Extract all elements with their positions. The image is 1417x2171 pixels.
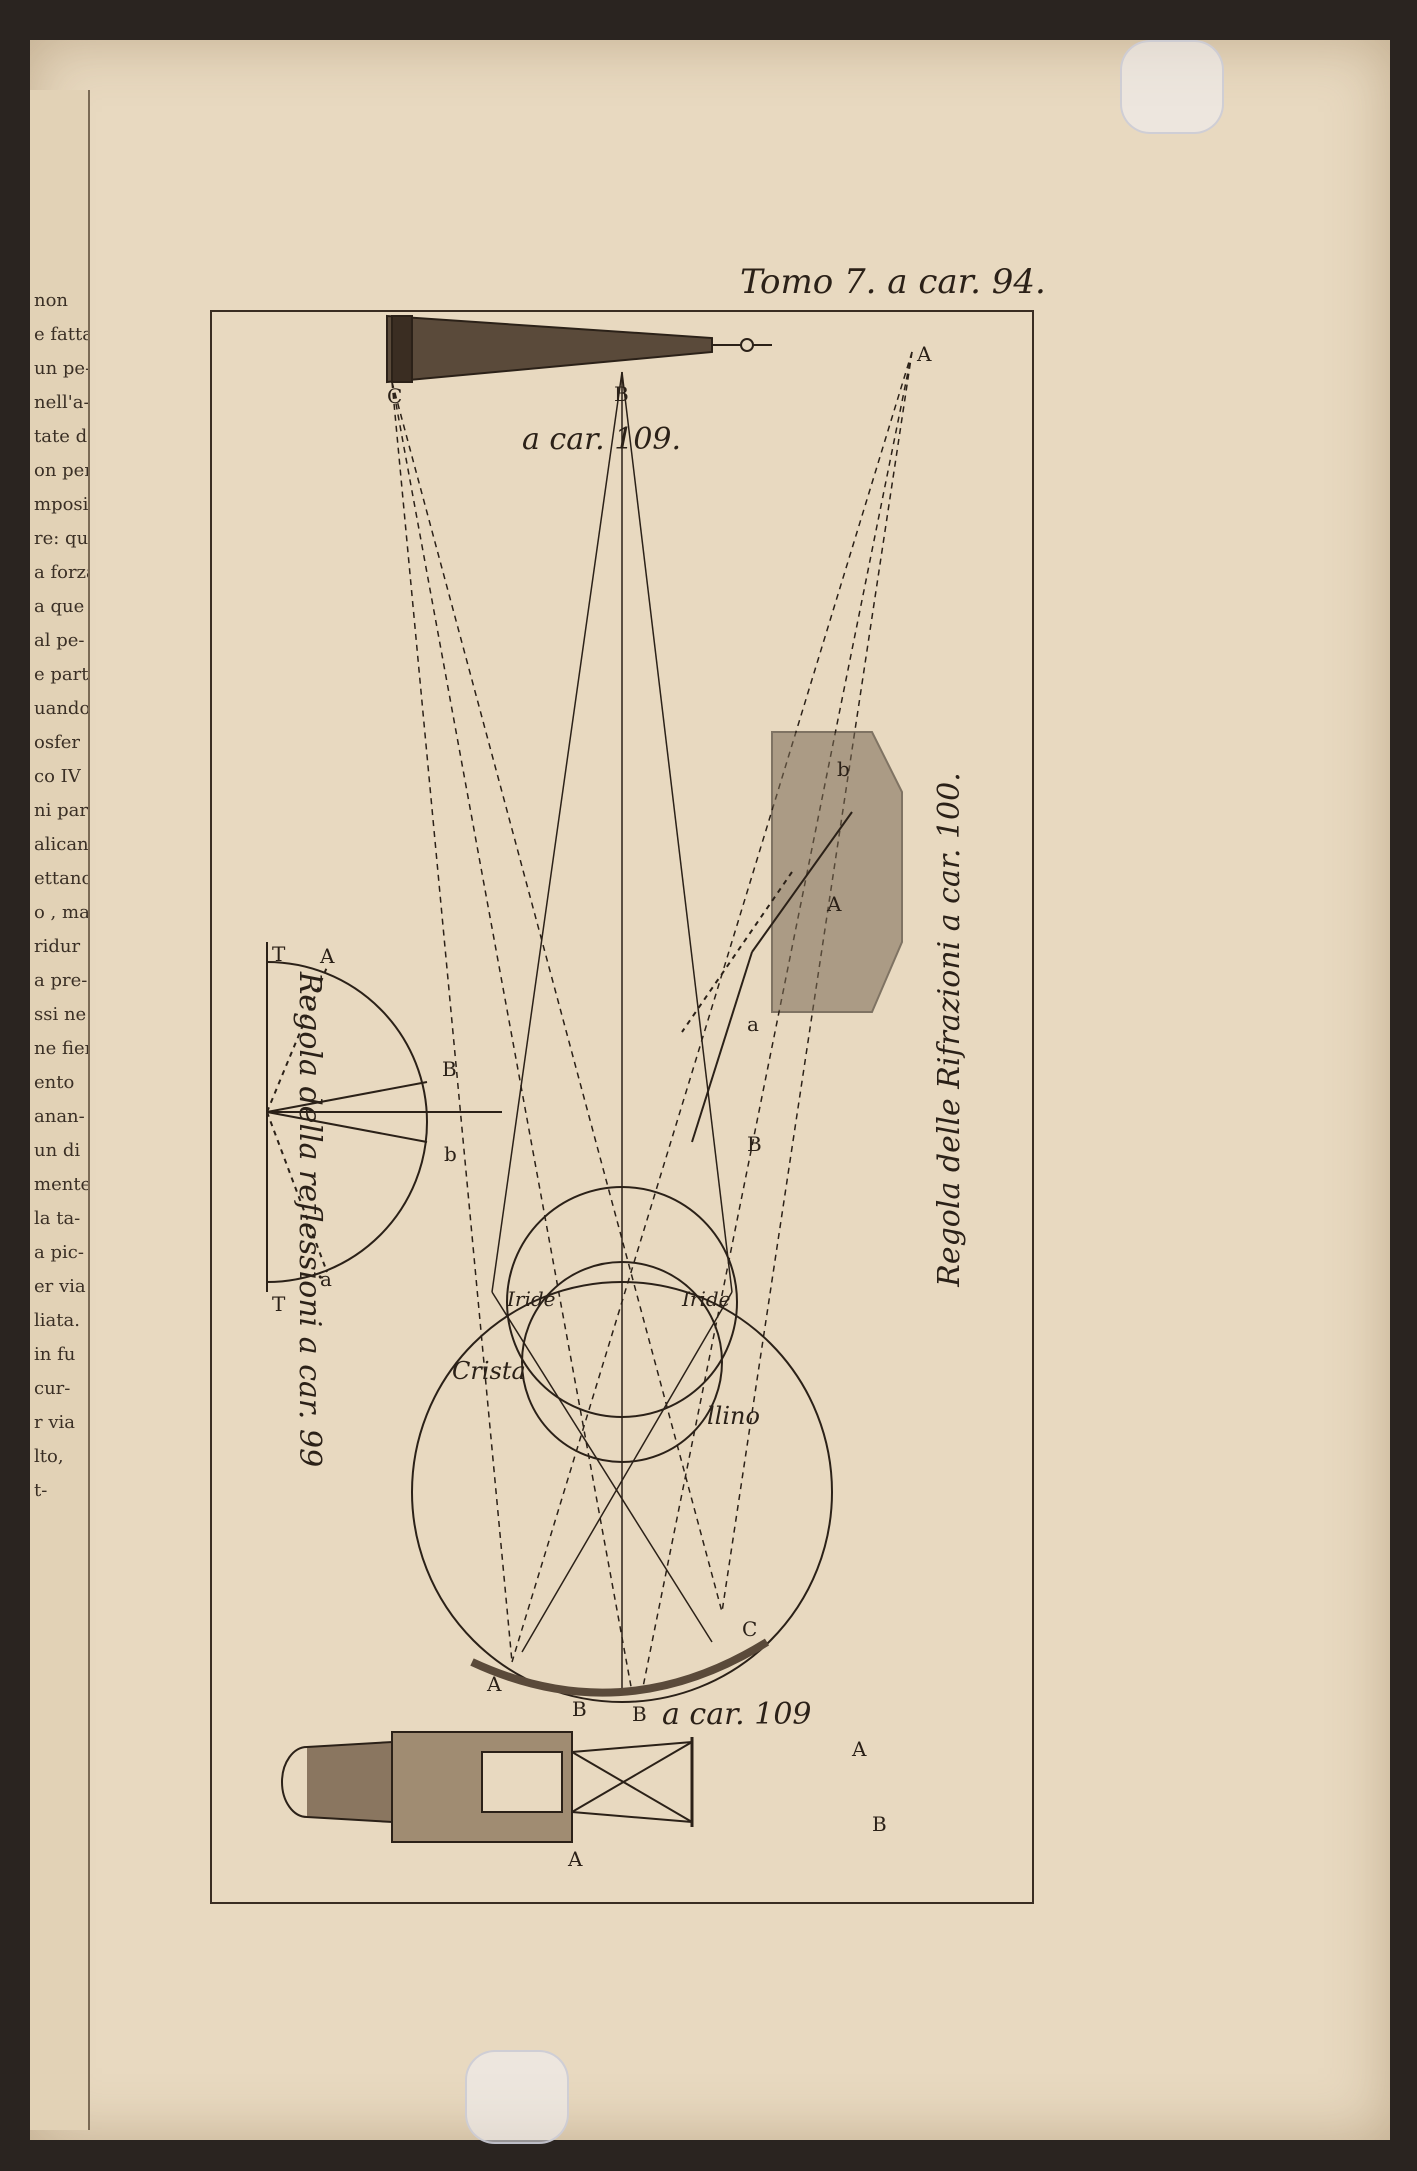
telescope-bottom-label-b-top: B (572, 1697, 587, 1721)
left-page-fragment: on per (34, 460, 90, 481)
left-page-fragment: mente (34, 1174, 90, 1195)
left-page-fragment: a que (34, 596, 85, 617)
reflection-label-b-small: b (444, 1142, 457, 1166)
left-page-fragment: ni par (34, 800, 88, 821)
eye-label-c: C (742, 1617, 758, 1641)
page-clip-bottom (465, 2050, 569, 2144)
left-page-fragment: o , ma (34, 902, 90, 923)
telescope-top-label-c: C (387, 384, 403, 408)
telescope-top-label-a: A (917, 342, 932, 366)
refraction-label-a: A (827, 892, 842, 916)
reflection-diagram (266, 942, 502, 1292)
eye-cristallino-right: llino (707, 1402, 760, 1430)
reflection-label-a-small: a (320, 1267, 332, 1291)
adjacent-page-edge: non e fatta un pe-nell'a-tate d on per mposi… (30, 90, 90, 2130)
left-page-fragment: un di (34, 1140, 81, 1161)
left-page-fragment: osfer (34, 732, 80, 753)
refraction-label-b-small: b (837, 757, 850, 781)
left-page-fragment: alican (34, 834, 89, 855)
book-page: non e fatta un pe-nell'a-tate d on per mposi… (30, 40, 1390, 2144)
left-page-fragment: un pe- (34, 358, 90, 379)
left-page-fragment: e part (34, 664, 89, 685)
optics-engraving (266, 314, 913, 1843)
refraction-label-b: B (747, 1132, 762, 1156)
eye-cristallino-left: Crista (452, 1357, 526, 1385)
left-page-fragment: anan- (34, 1106, 85, 1127)
left-page-fragment: lto, (34, 1446, 64, 1467)
left-page-fragment: cur- (34, 1378, 71, 1399)
refraction-caption: Regola delle Rifrazioni a car. 100. (931, 772, 967, 1287)
telescope-bottom-label-b-right: B (872, 1812, 887, 1836)
left-page-fragment: ssi ne (34, 1004, 87, 1025)
telescope-bottom-label-a-right: A (852, 1737, 867, 1761)
left-page-fragment: la ta- (34, 1208, 81, 1229)
left-page-fragment: a pre- (34, 970, 88, 991)
left-page-fragment: r via (34, 1412, 75, 1433)
left-page-fragment: in fu (34, 1344, 76, 1365)
left-page-fragment: al pe- (34, 630, 85, 651)
eye-iride-left: Iride (507, 1287, 556, 1311)
left-page-fragment: e fatta (34, 324, 90, 345)
refraction-diagram (681, 731, 903, 1143)
plate-reference: Tomo 7. a car. 94. (740, 262, 1046, 302)
left-page-fragment: tate d (34, 426, 88, 447)
reflection-label-t-bottom: T (272, 1292, 286, 1316)
left-page-fragment: ettano (34, 868, 90, 889)
eye-label-b: B (632, 1702, 647, 1726)
left-page-fragment: a pic- (34, 1242, 84, 1263)
eye-label-a: A (487, 1672, 502, 1696)
left-page-fragment: ento (34, 1072, 75, 1093)
engraved-plate: a car. 109. C B A Regola della reflessio… (210, 310, 1034, 1904)
refraction-label-a-small: a (747, 1012, 759, 1036)
left-page-fragment: re: que (34, 528, 89, 549)
left-page-fragment: t- (34, 1480, 48, 1501)
left-page-fragment: er via (34, 1276, 86, 1297)
light-rays (391, 351, 913, 1693)
left-page-fragment: liata. (34, 1310, 80, 1331)
reflection-label-a-top: A (320, 944, 335, 968)
telescope-top-label-b: B (614, 382, 629, 406)
left-page-fragment: ridur (34, 936, 81, 957)
telescope-bottom-drawing (281, 1731, 694, 1843)
eye-diagram (411, 1186, 833, 1703)
left-page-fragment: mposi (34, 494, 89, 515)
reflection-label-b: B (442, 1057, 457, 1081)
page-clip-top (1120, 40, 1224, 134)
telescope-bottom-label-a-bottom: A (568, 1847, 583, 1871)
telescope-bottom-caption: a car. 109 (662, 1697, 812, 1732)
left-page-fragment: ne fien (34, 1038, 90, 1059)
left-page-fragment: nell'a- (34, 392, 90, 413)
telescope-top-drawing (386, 314, 772, 384)
reflection-caption: Regola della reflessioni a car. 99 (292, 971, 328, 1468)
reflection-label-t-top: T (272, 942, 286, 966)
left-page-fragment: non (34, 290, 69, 311)
telescope-top-caption: a car. 109. (522, 422, 682, 457)
left-page-fragment: co IV (34, 766, 81, 787)
left-page-fragment: uando (34, 698, 90, 719)
eye-iride-right: Iride (682, 1287, 731, 1311)
